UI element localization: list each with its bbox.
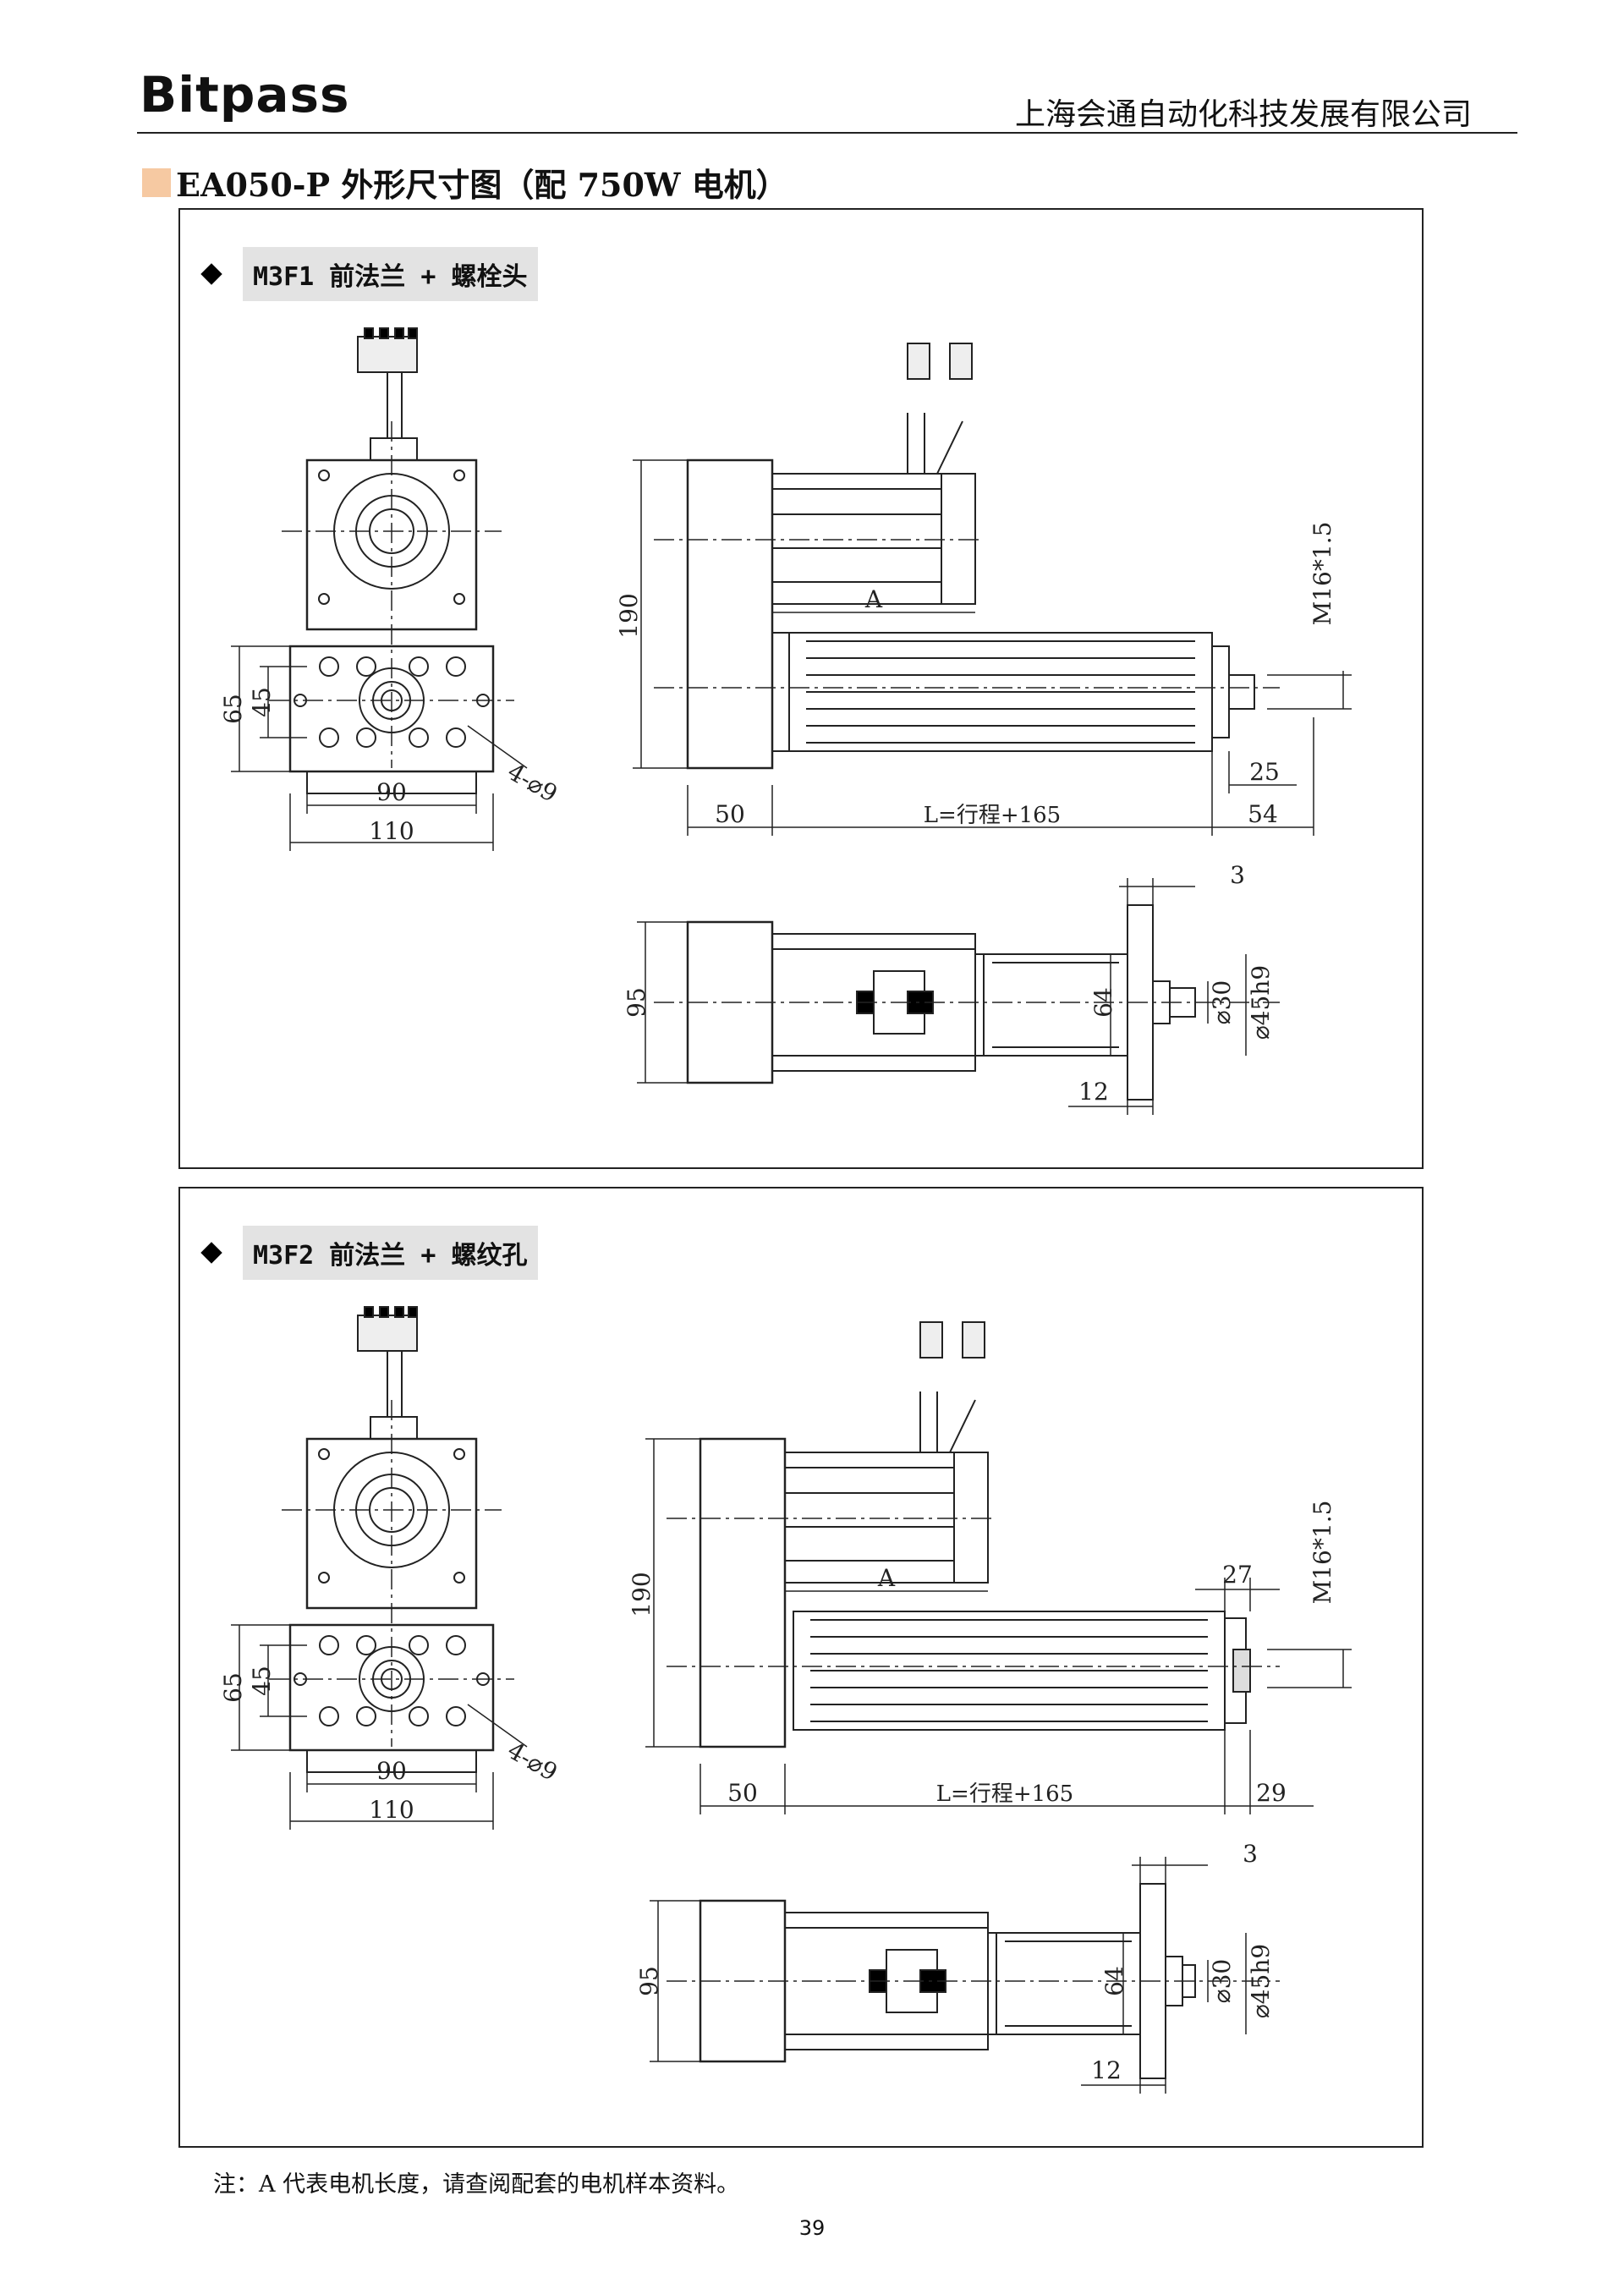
technical-drawing-m3f2: 90 110 65 45 4-⌀9	[219, 1306, 1352, 2094]
dim-3: 3	[1230, 861, 1245, 889]
side-view	[645, 1321, 1352, 1814]
dim-45: 45	[248, 1666, 276, 1696]
front-view	[231, 1306, 528, 1830]
top-view	[650, 1857, 1280, 2094]
dim-65: 65	[219, 694, 247, 724]
dim-12: 12	[1091, 2056, 1122, 2084]
dim-holes: 4-⌀9	[503, 757, 562, 808]
top-view	[637, 878, 1280, 1115]
section-heading-m3f2: M3F2 前法兰 + 螺纹孔	[200, 1226, 538, 1280]
dim-45: 45	[248, 687, 276, 717]
dim-L: L=行程+165	[936, 1781, 1073, 1807]
dim-25: 25	[1249, 758, 1280, 786]
company-name: 上海会通自动化科技发展有限公司	[1014, 97, 1472, 132]
dim-90: 90	[376, 1757, 407, 1785]
section-heading-m3f1: M3F1 前法兰 + 螺栓头	[200, 247, 538, 301]
dim-thread: M16*1.5	[1309, 522, 1336, 626]
section-label: M3F1 前法兰 + 螺栓头	[243, 247, 538, 301]
dim-50: 50	[727, 1779, 758, 1807]
dim-29: 29	[1256, 1779, 1287, 1807]
dim-d30: ⌀30	[1208, 1959, 1236, 2004]
dim-d45: ⌀45h9	[1247, 965, 1275, 1040]
header-divider	[137, 132, 1517, 134]
dim-190: 190	[628, 1572, 656, 1617]
dim-d45: ⌀45h9	[1247, 1944, 1275, 2018]
title-marker-icon	[142, 167, 171, 197]
dim-27: 27	[1222, 1561, 1253, 1589]
dim-90: 90	[376, 778, 407, 806]
dim-12: 12	[1078, 1078, 1109, 1106]
technical-drawing-m3f1: 90 110 65 45 4-⌀9	[219, 327, 1352, 1115]
dim-110: 110	[369, 1796, 414, 1824]
footnote: 注：A 代表电机长度，请查阅配套的电机样本资料。	[213, 2171, 740, 2198]
dim-95: 95	[623, 987, 650, 1018]
dim-95: 95	[635, 1966, 663, 1996]
page-number: 39	[798, 2216, 826, 2240]
dim-65: 65	[219, 1672, 247, 1703]
dim-A: A	[877, 1564, 896, 1592]
drawing-panel-m3f2: M3F2 前法兰 + 螺纹孔 90	[178, 1187, 1424, 2148]
dim-54: 54	[1248, 800, 1278, 828]
section-label: M3F2 前法兰 + 螺纹孔	[243, 1226, 538, 1280]
drawing-panel-m3f1: M3F1 前法兰 + 螺栓头	[178, 208, 1424, 1169]
brand-logo: Bitpass	[140, 66, 350, 124]
front-view	[231, 327, 528, 851]
dim-L: L=行程+165	[924, 803, 1061, 828]
dim-64: 64	[1089, 987, 1117, 1018]
title-row: EA050-P 外形尺寸图（配 750W 电机）	[142, 159, 788, 206]
dim-holes: 4-⌀9	[503, 1736, 562, 1787]
dim-A: A	[864, 585, 883, 613]
dim-50: 50	[715, 800, 745, 828]
side-view	[633, 343, 1352, 836]
dim-d30: ⌀30	[1208, 980, 1236, 1025]
dim-190: 190	[615, 593, 643, 638]
dim-3: 3	[1243, 1840, 1258, 1868]
dim-110: 110	[369, 817, 414, 845]
page-title: EA050-P 外形尺寸图（配 750W 电机）	[176, 166, 788, 204]
dim-64: 64	[1100, 1966, 1128, 1996]
dim-thread: M16*1.5	[1309, 1501, 1336, 1605]
